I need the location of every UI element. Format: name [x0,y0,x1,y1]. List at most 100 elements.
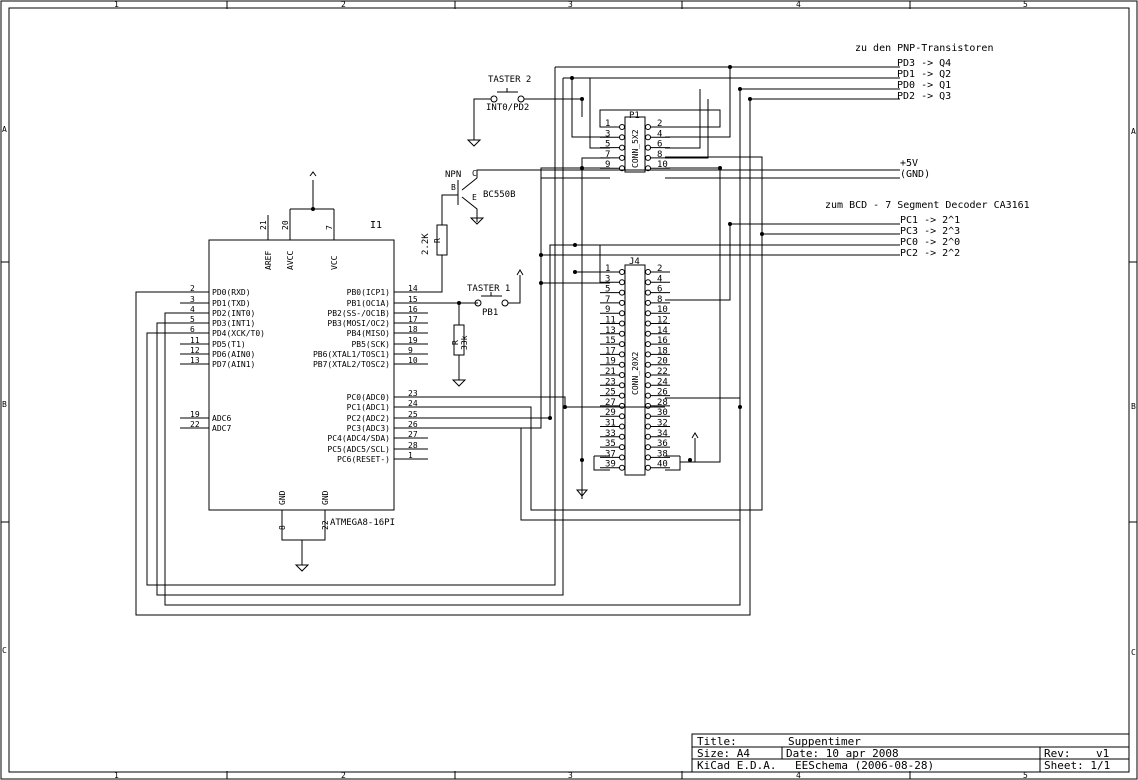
taster2-label: TASTER 2 [488,75,531,85]
transistor-pin-b: B [451,183,456,192]
j4-pin-marker [619,423,625,430]
mcu-pin-name: PD0(RXD) [212,288,251,297]
r1-value: 2.2K [421,233,431,255]
j4-pin-marker [619,351,625,358]
mcu-body [208,239,395,511]
j4-pin-marker [645,413,651,420]
j4-pin-number: 1 [605,264,610,274]
r1-ref: R [433,238,442,243]
j4-pin-marker [645,310,651,317]
p1-pin-marker [619,134,625,141]
mcu-pin-number: 20 [281,220,290,230]
mcu-pin-name: PB7(XTAL2/TOSC2) [313,360,390,369]
mcu-pin-number: 19 [190,410,200,419]
wiring [135,65,900,616]
mcu-pin-name: PB2(SS-/OC1B) [327,309,390,318]
mcu-pin-name: PC0(ADC0) [347,393,390,402]
r2-value: 33k [460,335,469,350]
mcu-pin-name: VCC [330,255,339,270]
net-pd0: PD0 -> Q1 [897,80,951,91]
mcu-pin-number: 24 [408,399,418,408]
p1-pin-marker [645,124,651,130]
mcu-pin-number: 4 [190,305,195,314]
j4-pin-marker [645,320,651,327]
r2-ref: R [451,340,460,345]
frame-row-label: A [1131,127,1136,136]
j4-pin-marker [645,289,651,296]
p1-pin-number: 9 [605,160,610,170]
mcu-right-pins: 14PB0(ICP1)15PB1(OC1A)16PB2(SS-/OC1B)17P… [313,284,428,464]
j4-pin-number: 23 [605,377,616,387]
mcu-vcc-wiring [289,171,335,240]
mcu-pin-name: PC4(ADC4/SDA) [327,434,390,443]
j4-pin-marker [619,464,625,471]
p1-pin-marker [619,154,625,161]
j4-pin-number: 4 [657,274,662,284]
frame-col-label: 2 [341,0,346,9]
j4-pin-marker [619,433,625,440]
p1-pin-marker [645,144,651,151]
title-label: Title: [697,735,737,748]
j4-pin-marker [645,351,651,358]
j4-pin-number: 12 [657,316,668,326]
j4-pin-marker [619,320,625,327]
frame-col-label: 1 [114,771,119,780]
j4-pin-number: 15 [605,336,616,346]
j4-pin-marker [645,402,651,409]
j4-pin-number: 20 [657,357,668,367]
j4-pin-marker [645,444,651,451]
frame-row-label: A [2,125,7,134]
j4-connector: J4 CONN_20X2 135791113151719212325272931… [600,257,670,476]
resistor-r2: 33k R [451,303,469,387]
j4-pin-marker [619,454,625,461]
mcu-ref: I1 [370,220,382,231]
j4-pin-marker [619,382,625,389]
frame-row-label: C [1131,648,1136,657]
j4-pin-marker [619,372,625,378]
j4-pin-number: 38 [657,449,668,459]
j4-pin-marker [619,341,625,348]
j4-pin-number: 31 [605,419,616,429]
j4-ref: J4 [629,257,640,267]
rev-value: v1 [1096,747,1109,760]
p1-pin-number: 1 [605,119,610,129]
mcu-pin-number: 10 [408,356,418,365]
mcu-pin-name: PC2(ADC2) [347,414,390,423]
mcu-pin-number: 14 [408,284,418,293]
net-pd3: PD3 -> Q4 [897,58,951,69]
transistor-pin-e: E [472,193,477,202]
j4-pin-marker [645,299,651,306]
j4-pin-number: 14 [657,326,668,336]
j4-pin-number: 13 [605,326,616,336]
eeschema-label: EESchema (2006-08-28) [795,759,934,772]
j4-pin-marker [645,423,651,430]
bcd-title: zum BCD - 7 Segment Decoder CA3161 [825,200,1030,211]
j4-pin-marker [645,382,651,389]
j4-pin-number: 6 [657,285,662,295]
inner-frame [8,7,1130,773]
taster2-net: INT0/PD2 [486,103,529,113]
mcu-pin-name: PB3(MOSI/OC2) [327,319,390,328]
p1-pin-number: 4 [657,129,662,139]
mcu-pin-name: ADC6 [212,414,231,423]
j4-pin-marker [619,279,625,286]
j4-pin-number: 25 [605,388,616,398]
j4-pin-marker [619,361,625,368]
mcu-pin-number: 22 [190,420,200,429]
frame-col-label: 2 [341,771,346,780]
mcu-pin-name: GND [278,490,287,505]
npn-transistor: NPN BC550B B E C [445,169,900,225]
j4-pin-marker [645,433,651,440]
j4-pin-marker [645,341,651,348]
j4-pin-marker [645,361,651,368]
mcu-pin-number: 26 [408,420,418,429]
j4-pin-number: 18 [657,346,668,356]
mcu-pin-name: PC5(ADC5/SCL) [327,445,390,454]
j4-pin-number: 8 [657,295,662,305]
mcu-pin-name: PD3(INT1) [212,319,255,328]
transistor-pin-c: C [472,169,477,178]
j4-pin-marker [619,330,625,337]
mcu-pin-number: 11 [190,336,200,345]
